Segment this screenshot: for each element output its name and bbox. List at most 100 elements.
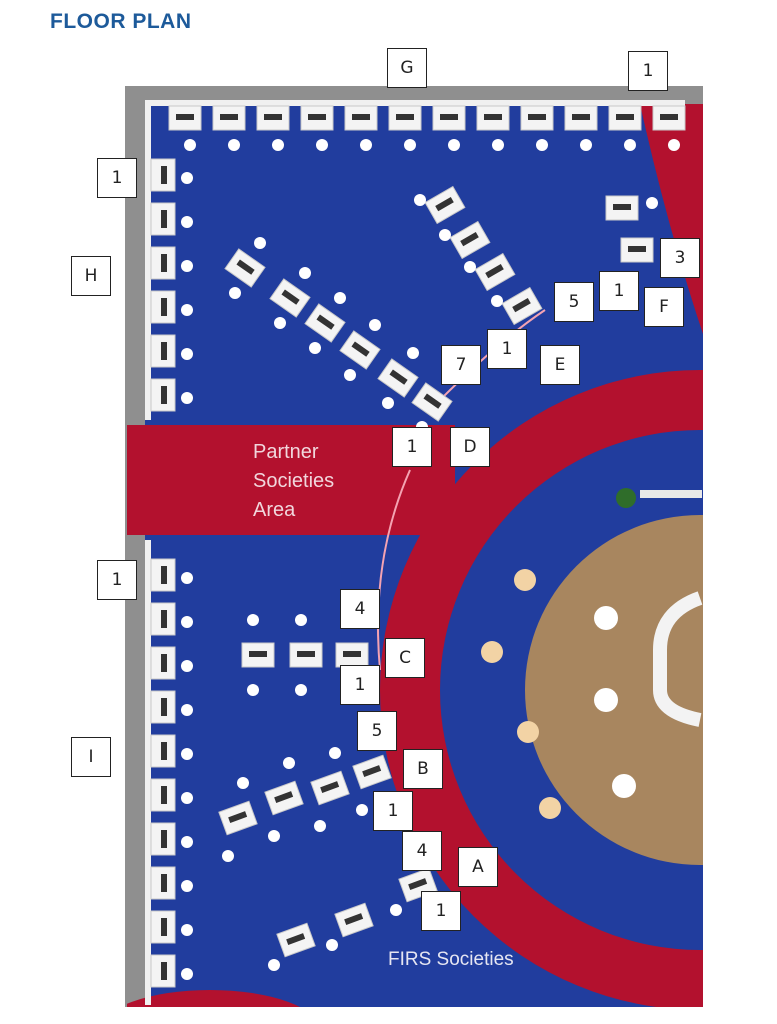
lounge-bench [653, 591, 703, 727]
booth-desk-icon [168, 105, 202, 131]
booth-desk-icon [150, 822, 176, 856]
area-label-line1: Partner [253, 441, 319, 463]
stool-icon [668, 139, 680, 151]
stool-icon [299, 267, 311, 279]
booth-desk-icon [424, 185, 466, 225]
stool-icon [181, 616, 193, 628]
booth-desk-icon [449, 220, 491, 260]
stool-icon [448, 139, 460, 151]
stool-icon [344, 369, 356, 381]
stool-icon [624, 139, 636, 151]
stool-icon [439, 229, 451, 241]
booth-desk-icon [150, 378, 176, 412]
booth-desk-icon [501, 286, 543, 326]
area-label-line2: Societies [253, 470, 335, 492]
callout-d: D [450, 427, 490, 467]
booth-desk-icon [289, 642, 323, 668]
stool-icon [181, 348, 193, 360]
booth-desk-icon [241, 642, 275, 668]
stool-icon [229, 287, 241, 299]
stool-icon [254, 237, 266, 249]
callout-d-7: 7 [441, 345, 481, 385]
stool-icon [181, 260, 193, 272]
stool-icon [181, 660, 193, 672]
booth-desk-icon [377, 358, 419, 398]
booth-desk-icon [150, 334, 176, 368]
stool-icon [181, 836, 193, 848]
stool-icon [646, 197, 658, 209]
callout-g: G [387, 48, 427, 88]
firs-zone-label: FIRS Societies [388, 949, 514, 970]
booth-desk-icon [334, 902, 374, 938]
booth-desk-icon [276, 922, 316, 958]
booth-desk-icon [476, 105, 510, 131]
stool-icon [181, 392, 193, 404]
booth-desk-icon [310, 770, 350, 806]
wall-trim [145, 100, 685, 106]
stool-icon [181, 748, 193, 760]
callout-d-1: 1 [392, 427, 432, 467]
booth-desk-icon [150, 866, 176, 900]
stool-icon [295, 614, 307, 626]
booth-desk-icon [264, 780, 304, 816]
central-hub [525, 515, 703, 865]
booth-desk-icon [150, 602, 176, 636]
stool-icon [492, 139, 504, 151]
stool-layer [181, 139, 680, 980]
callout-a: A [458, 847, 498, 887]
plant-icon [616, 488, 636, 508]
callout-f: F [644, 287, 684, 327]
booth-desk-icon [256, 105, 290, 131]
stool-icon [326, 939, 338, 951]
stool-icon [184, 139, 196, 151]
callout-c: C [385, 638, 425, 678]
booth-boundary [377, 469, 411, 671]
stool-icon [329, 747, 341, 759]
callout-h: H [71, 256, 111, 296]
stool-icon [237, 777, 249, 789]
callout-i: I [71, 737, 111, 777]
stool-icon [247, 684, 259, 696]
stool-icon [309, 342, 321, 354]
callout-f-3: 3 [660, 238, 700, 278]
callout-e-1: 1 [487, 329, 527, 369]
booth-layer [150, 105, 686, 988]
stool-icon [536, 139, 548, 151]
callout-b-1: 1 [373, 791, 413, 831]
wall-trim [145, 540, 151, 1005]
callout-c-4: 4 [340, 589, 380, 629]
callout-b: B [403, 749, 443, 789]
stool-icon [181, 572, 193, 584]
booth-desk-icon [620, 237, 654, 263]
hub-seating [481, 569, 561, 819]
booth-desk-icon [388, 105, 422, 131]
area-label-line3: Area [253, 499, 296, 521]
booth-desk-icon [150, 734, 176, 768]
stool-icon [464, 261, 476, 273]
booth-desk-icon [212, 105, 246, 131]
stool-icon [360, 139, 372, 151]
stool-icon [334, 292, 346, 304]
stool-icon [181, 880, 193, 892]
stool-icon [228, 139, 240, 151]
stool-icon [404, 139, 416, 151]
callout-c-1: 1 [340, 665, 380, 705]
booth-desk-icon [269, 278, 311, 318]
stool-icon [491, 295, 503, 307]
stool-icon [268, 830, 280, 842]
stool-icon [382, 397, 394, 409]
stool-icon [247, 614, 259, 626]
booth-desk-icon [150, 290, 176, 324]
stool-icon [580, 139, 592, 151]
booth-desk-icon [652, 105, 686, 131]
booth-desk-icon [150, 246, 176, 280]
booth-desk-icon [150, 646, 176, 680]
booth-desk-icon [150, 202, 176, 236]
booth-desk-icon [150, 954, 176, 988]
partner-area-label: Partner Societies Area [253, 438, 334, 525]
callout-a-1: 1 [421, 891, 461, 931]
callout-left-1-top: 1 [97, 158, 137, 198]
lounge-table-icon [594, 606, 618, 630]
booth-desk-icon [300, 105, 334, 131]
